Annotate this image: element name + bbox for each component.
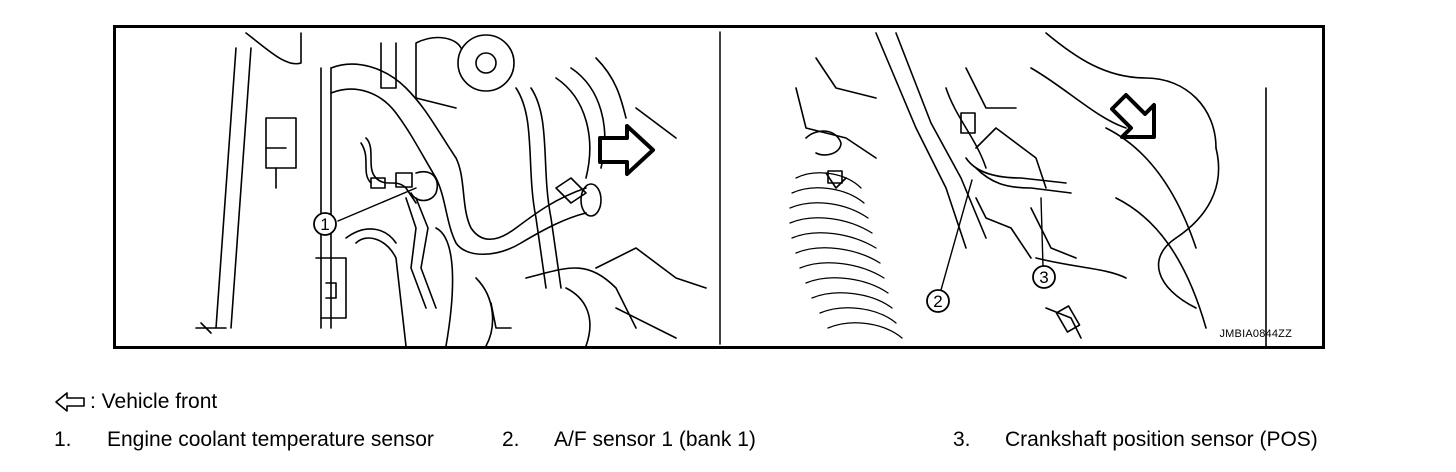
engine-bay-illustration: 1	[113, 25, 1325, 349]
callout-2: 2	[933, 292, 942, 311]
legend: : Vehicle front	[54, 390, 217, 414]
outline-arrow-left-icon	[55, 392, 85, 412]
item-1-label: Engine coolant temperature sensor	[107, 428, 434, 451]
item-3-label: Crankshaft position sensor (POS)	[1005, 428, 1318, 451]
left-panel-drawing: 1	[195, 32, 707, 346]
vehicle-front-arrow-icon	[598, 124, 655, 176]
item-2-number: 2.	[502, 428, 520, 451]
legend-text: : Vehicle front	[90, 390, 218, 413]
item-2-label: A/F sensor 1 (bank 1)	[554, 428, 756, 451]
vehicle-front-arrow-icon-diagonal	[1110, 93, 1156, 139]
figure-code: JMBIA0844ZZ	[1219, 328, 1292, 340]
item-3-number: 3.	[953, 428, 971, 451]
item-1-number: 1.	[54, 428, 72, 451]
callout-3: 3	[1039, 268, 1048, 287]
right-panel-drawing: 2 3	[789, 32, 1267, 346]
line-drawing: 1	[195, 31, 1267, 346]
callout-1: 1	[320, 215, 329, 234]
